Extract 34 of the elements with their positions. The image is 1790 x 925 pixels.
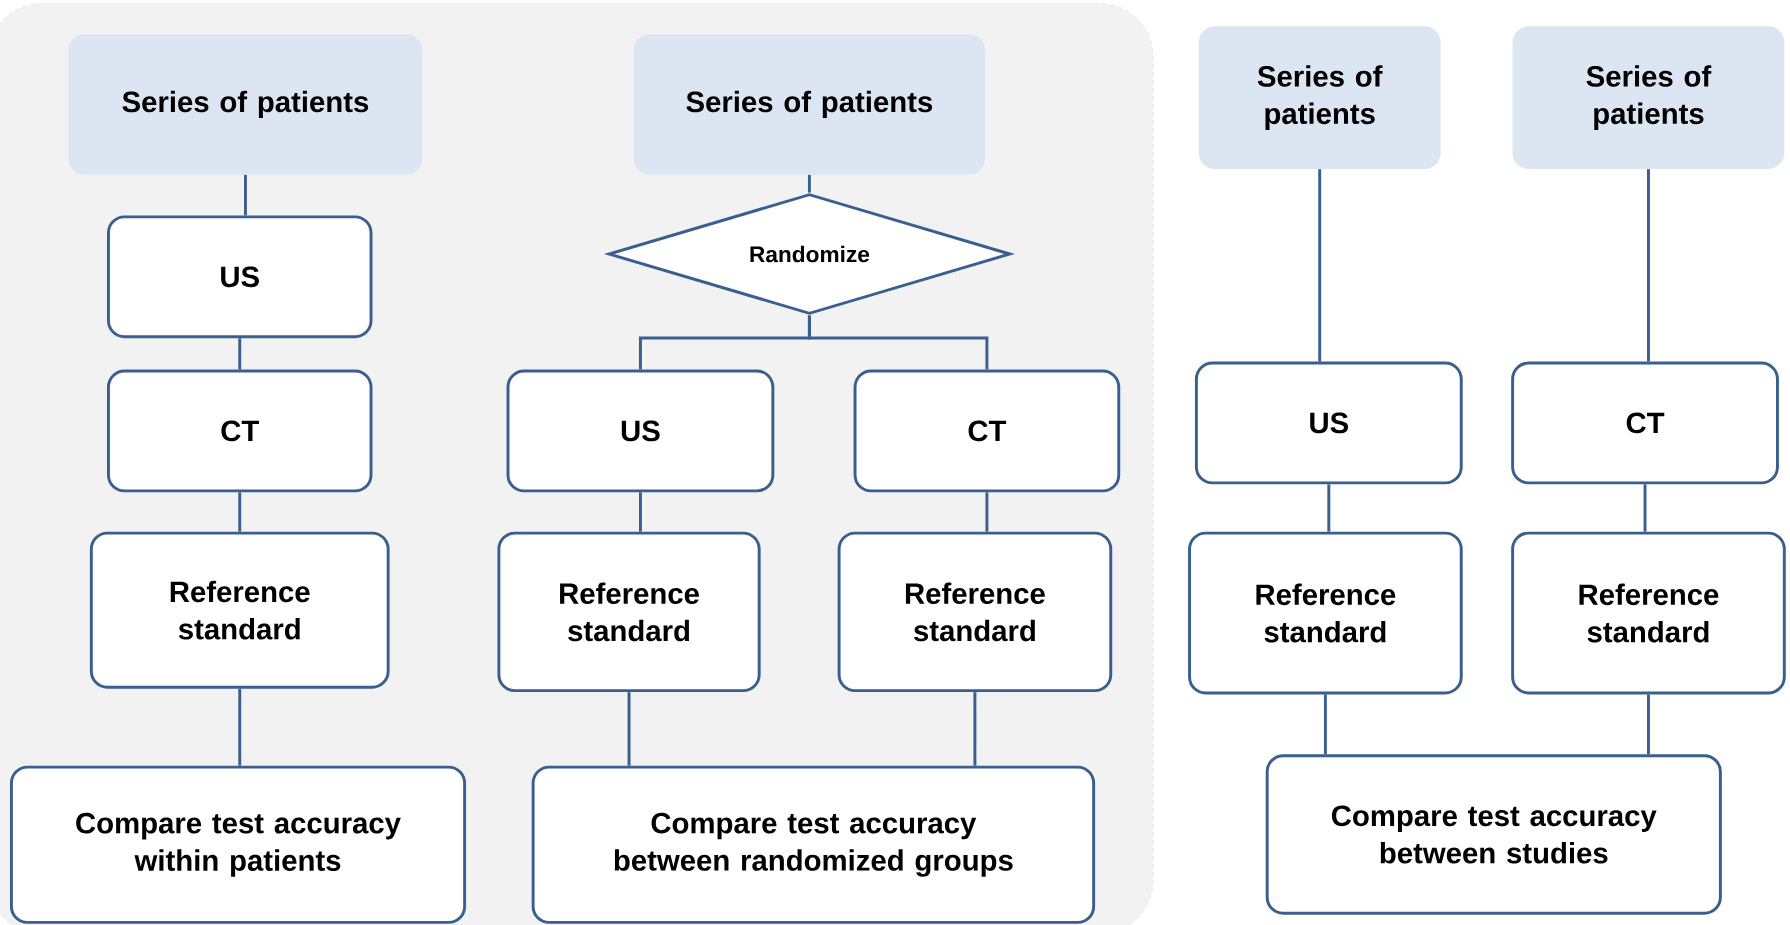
connector-line [638,492,642,532]
process-box: Reference standard [1188,531,1463,695]
process-box: CT [853,369,1121,493]
connector-line [1647,694,1650,755]
process-box: Compare test accuracy within patients [9,765,467,924]
process-box: Reference standard [89,531,390,689]
process-box: CT [107,369,373,493]
connector-line [244,174,247,216]
process-box: Compare test accuracy between studies [1265,754,1722,915]
connector-line [1643,484,1647,532]
connector-line [238,338,242,370]
process-box: CT [1511,361,1779,485]
rounded-box: Series of patients [68,34,423,175]
rounded-box: Series of patients [1512,26,1785,169]
connector-line [807,315,989,370]
connector-line [238,688,242,766]
connector-line [1327,484,1331,532]
process-box: US [1194,361,1463,485]
process-box: Reference standard [1511,531,1786,695]
connector-line [627,692,631,766]
connector-line [1647,169,1650,362]
connector-line [238,492,242,532]
process-box: US [506,369,775,493]
connector-line [973,692,977,766]
process-box: Compare test accuracy between randomized groups [531,765,1096,924]
process-box: US [107,215,373,339]
connector-line [985,492,989,532]
connector-line [807,174,811,193]
connector-line [1323,694,1327,755]
process-box: Reference standard [497,531,761,693]
rounded-box: Series of patients [1198,26,1441,169]
rounded-box: Series of patients [633,34,986,175]
connector-line [1318,169,1322,362]
process-box: Reference standard [837,531,1113,693]
